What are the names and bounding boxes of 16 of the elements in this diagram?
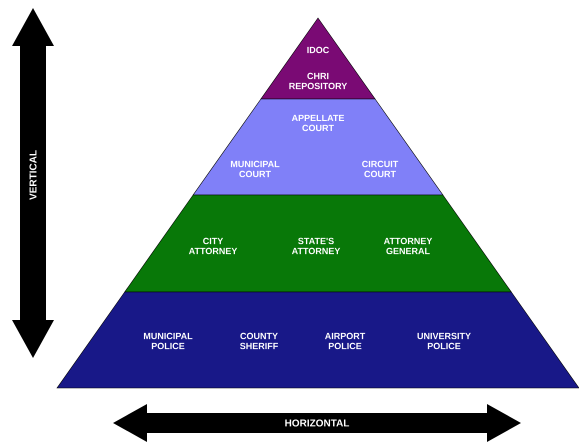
band-label: IDOC — [307, 46, 329, 54]
band-label: AIRPORT POLICE — [324, 332, 366, 350]
band-label: UNIVERSITY POLICE — [418, 332, 471, 350]
pyramid-band — [124, 194, 512, 292]
axis-label: HORIZONTAL — [285, 419, 350, 427]
band-label: COUNTY SHERIFF — [240, 332, 278, 350]
band-label: APPELLATE COURT — [292, 114, 344, 132]
axis-label: VERTICAL — [29, 150, 37, 200]
band-label: MUNICIPAL COURT — [230, 160, 280, 178]
band-label: CIRCUIT COURT — [362, 160, 398, 178]
band-label: ATTORNEY GENERAL — [384, 238, 432, 254]
pyramid-band — [192, 98, 444, 196]
band-label: CITY ATTORNEY — [188, 238, 238, 254]
band-label: STATE'S ATTORNEY — [292, 238, 340, 254]
band-label: CHRI REPOSITORY — [289, 72, 348, 90]
band-label: MUNICIPAL POLICE — [144, 332, 192, 350]
